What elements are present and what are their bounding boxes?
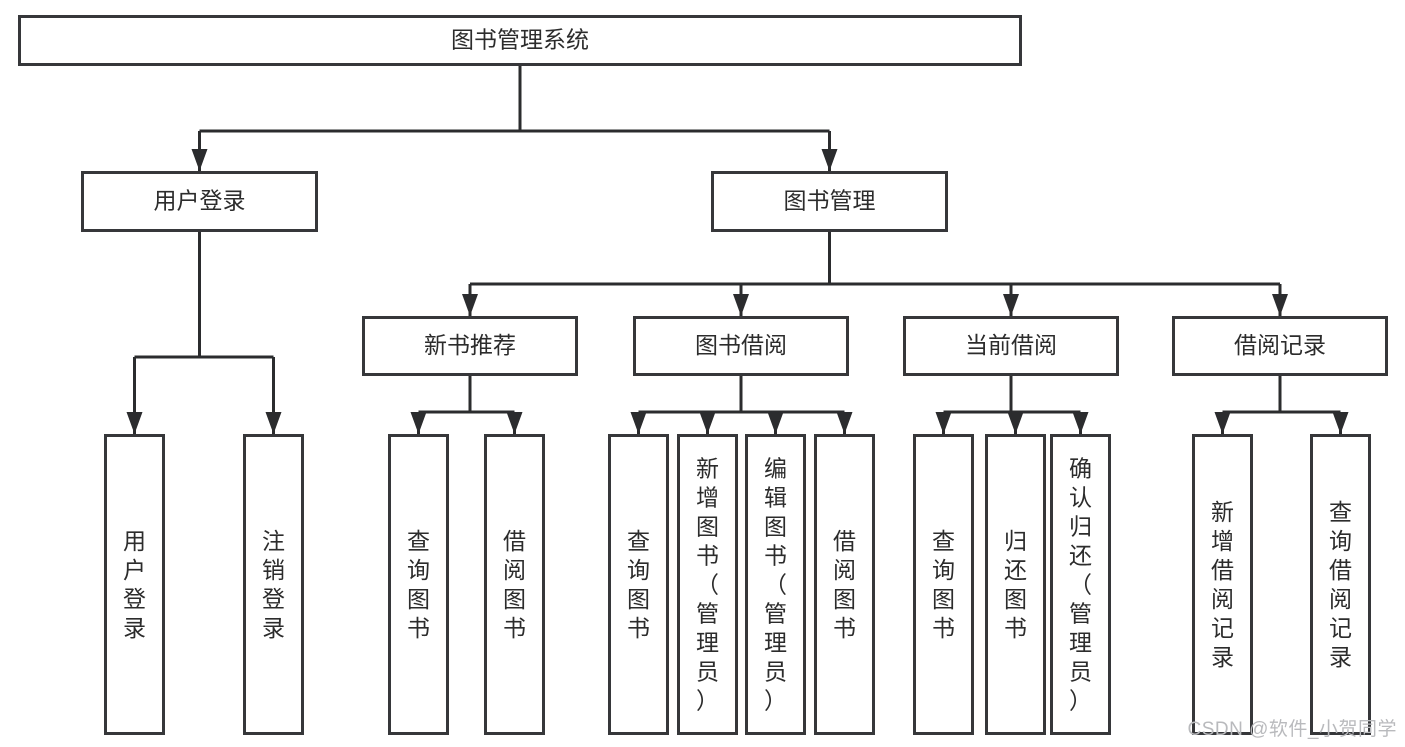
node-box[interactable] <box>243 434 304 735</box>
node-book-borrow[interactable]: 图书借阅 <box>633 316 849 376</box>
node-box[interactable] <box>1172 316 1388 376</box>
node-leaf-borrow-book-2[interactable]: 借阅图书 <box>814 434 875 735</box>
edge-group <box>935 376 1089 434</box>
arrow-head-icon <box>1214 412 1231 434</box>
node-label: 新书推荐 <box>424 332 516 358</box>
node-box[interactable] <box>484 434 545 735</box>
arrow-head-icon <box>126 412 143 434</box>
node-label: 编辑图书（管理员） <box>764 456 787 714</box>
arrow-head-icon <box>836 412 853 434</box>
edge-group <box>462 232 1288 316</box>
node-label: 借阅图书 <box>833 528 856 641</box>
node-leaf-query-book-2[interactable]: 查询图书 <box>608 434 669 735</box>
edge-group <box>191 66 838 171</box>
arrow-head-icon <box>1072 412 1089 434</box>
arrow-head-icon <box>506 412 523 434</box>
node-leaf-query-record[interactable]: 查询借阅记录 <box>1310 434 1371 735</box>
node-box[interactable] <box>1310 434 1371 735</box>
node-current-borrow[interactable]: 当前借阅 <box>903 316 1119 376</box>
node-label: 图书借阅 <box>695 332 787 358</box>
node-box[interactable] <box>1192 434 1253 735</box>
node-label: 注销登录 <box>262 528 285 641</box>
node-user-login[interactable]: 用户登录 <box>81 171 318 232</box>
arrow-head-icon <box>1003 294 1019 316</box>
node-label: 查询图书 <box>627 528 650 641</box>
node-box[interactable] <box>104 434 165 735</box>
node-box[interactable] <box>388 434 449 735</box>
node-label: 新增图书（管理员） <box>696 456 719 714</box>
node-box[interactable] <box>608 434 669 735</box>
node-label: 借阅图书 <box>503 528 526 641</box>
node-leaf-query-book-1[interactable]: 查询图书 <box>388 434 449 735</box>
node-leaf-borrow-book-1[interactable]: 借阅图书 <box>484 434 545 735</box>
arrow-head-icon <box>191 149 208 171</box>
arrow-head-icon <box>630 412 647 434</box>
node-leaf-user-login[interactable]: 用户登录 <box>104 434 165 735</box>
node-leaf-logout[interactable]: 注销登录 <box>243 434 304 735</box>
node-root[interactable]: 图书管理系统 <box>18 15 1022 66</box>
node-box[interactable] <box>81 171 318 232</box>
node-box[interactable] <box>985 434 1046 735</box>
node-label: 查询图书 <box>932 528 955 641</box>
arrow-head-icon <box>935 412 952 434</box>
node-box[interactable] <box>745 434 806 735</box>
node-book-manage[interactable]: 图书管理 <box>711 171 948 232</box>
node-box[interactable] <box>903 316 1119 376</box>
node-label: 用户登录 <box>123 528 146 641</box>
arrow-head-icon <box>1272 294 1288 316</box>
arrow-head-icon <box>1332 412 1349 434</box>
arrow-head-icon <box>265 412 282 434</box>
arrow-head-icon <box>1007 412 1024 434</box>
node-box[interactable] <box>711 171 948 232</box>
node-label: 当前借阅 <box>965 332 1057 358</box>
node-leaf-edit-book[interactable]: 编辑图书（管理员） <box>745 434 806 735</box>
node-new-book-rec[interactable]: 新书推荐 <box>362 316 578 376</box>
node-leaf-confirm-return[interactable]: 确认归还（管理员） <box>1050 434 1111 735</box>
arrow-head-icon <box>733 294 749 316</box>
arrow-head-icon <box>410 412 427 434</box>
arrow-head-icon <box>462 294 478 316</box>
node-label: 新增借阅记录 <box>1211 499 1234 670</box>
node-leaf-query-book-3[interactable]: 查询图书 <box>913 434 974 735</box>
node-label: 确认归还（管理员） <box>1069 456 1092 714</box>
node-leaf-return-book[interactable]: 归还图书 <box>985 434 1046 735</box>
edge-group <box>126 232 282 434</box>
node-label: 用户登录 <box>154 188 246 214</box>
node-label: 图书管理系统 <box>451 27 589 53</box>
arrow-head-icon <box>821 149 838 171</box>
node-box[interactable] <box>677 434 738 735</box>
node-box[interactable] <box>633 316 849 376</box>
node-label: 查询借阅记录 <box>1329 499 1352 670</box>
node-box[interactable] <box>913 434 974 735</box>
edge-group <box>1214 376 1349 434</box>
node-leaf-add-record[interactable]: 新增借阅记录 <box>1192 434 1253 735</box>
node-box[interactable] <box>362 316 578 376</box>
node-borrow-record[interactable]: 借阅记录 <box>1172 316 1388 376</box>
node-label: 查询图书 <box>407 528 430 641</box>
node-leaf-add-book[interactable]: 新增图书（管理员） <box>677 434 738 735</box>
node-box[interactable] <box>814 434 875 735</box>
edge-group <box>410 376 523 434</box>
edge-group <box>630 376 853 434</box>
node-label: 图书管理 <box>784 188 876 214</box>
node-box[interactable] <box>18 15 1022 66</box>
node-label: 归还图书 <box>1004 528 1027 641</box>
arrow-head-icon <box>699 412 716 434</box>
node-label: 借阅记录 <box>1234 332 1326 358</box>
arrow-head-icon <box>767 412 784 434</box>
node-box[interactable] <box>1050 434 1111 735</box>
